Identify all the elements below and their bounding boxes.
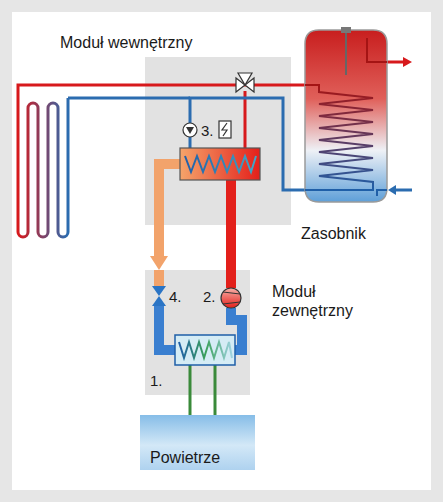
expansion-valve	[152, 286, 166, 296]
inlet-arrow	[388, 185, 396, 195]
outdoor-module: Moduł zewnętrzny	[145, 270, 250, 395]
supply-pipe	[145, 84, 291, 87]
indoor-module-art	[145, 57, 291, 225]
tank-body	[305, 30, 387, 202]
air-label: Powietrze	[150, 448, 220, 467]
floor-heating-coil	[18, 98, 68, 237]
pipe-line	[154, 225, 164, 256]
refrigerant-pipe	[159, 164, 180, 225]
hot-water-outlet	[387, 61, 403, 64]
compressor-symbol	[223, 292, 240, 304]
compressor-symbol	[221, 288, 241, 308]
pipe-connector	[190, 395, 191, 415]
evaporator-coil	[179, 342, 232, 358]
refrigerant-pipe	[226, 270, 236, 288]
pipe-connector	[231, 225, 232, 270]
module-heading: Moduł wewnętrzny	[60, 33, 193, 52]
outlet-pipe	[367, 38, 387, 62]
arrow-head	[150, 256, 168, 270]
return-pipe	[189, 137, 192, 148]
three-way-valve	[238, 73, 252, 85]
refrigerant-pipe	[154, 270, 164, 286]
refrigerant-pipe	[159, 306, 175, 350]
module-heading: Moduł zewnętrzny	[272, 282, 372, 320]
pipe-connector	[291, 190, 305, 191]
outlet-arrow	[403, 57, 412, 67]
return-pipe	[145, 97, 190, 100]
outdoor-module-art	[145, 270, 250, 395]
heat-exchanger	[180, 148, 260, 180]
heating-element	[345, 33, 347, 75]
tank-label: Zasobnik	[301, 224, 366, 243]
pipe-line	[226, 225, 236, 270]
air-source-box: Powietrze	[140, 415, 255, 470]
floor-return-pipe	[68, 97, 145, 100]
evaporator	[175, 335, 235, 365]
pipe-connector	[150, 225, 168, 270]
pump-symbol	[186, 127, 194, 134]
heating-element	[341, 27, 351, 33]
pipe-line	[291, 189, 305, 192]
heater-symbol	[219, 121, 231, 138]
heater-symbol	[222, 123, 227, 136]
inlet-pipe	[377, 190, 387, 196]
pipe-connector	[215, 395, 216, 415]
pipe-connector	[291, 85, 305, 86]
storage-tank: Zasobnik	[305, 30, 387, 202]
air-lines	[190, 365, 215, 395]
pump-symbol	[183, 123, 197, 137]
supply-pipe	[244, 91, 247, 148]
refrigerant-pipe	[226, 180, 236, 225]
indoor-module: Moduł wewnętrzny	[145, 57, 291, 225]
pipe-line	[214, 395, 217, 415]
pipe-line	[291, 84, 305, 87]
sheet	[12, 12, 431, 490]
pipe-line	[189, 395, 192, 415]
expansion-valve	[152, 296, 166, 306]
tank-shape	[305, 30, 387, 202]
cold-water-inlet	[396, 189, 412, 192]
tank-coil	[305, 85, 373, 190]
exchanger-coil	[185, 156, 256, 172]
